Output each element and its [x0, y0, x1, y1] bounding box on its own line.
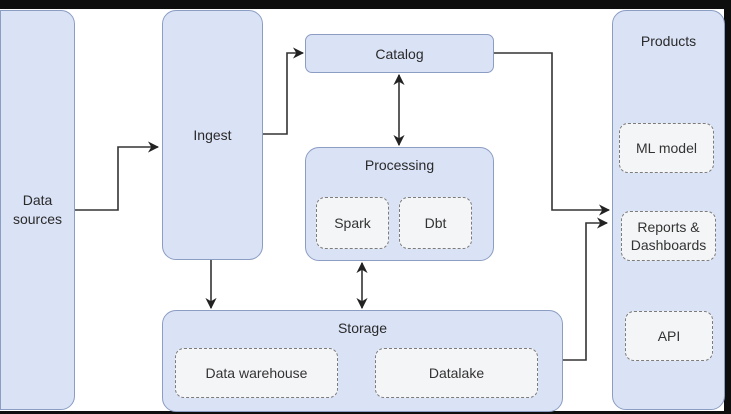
node-spark[interactable]: Spark: [316, 197, 389, 249]
node-reports-dashboards[interactable]: Reports & Dashboards: [621, 211, 716, 261]
node-dbt[interactable]: Dbt: [399, 197, 472, 249]
ingest-label: Ingest: [193, 127, 232, 143]
api-label: API: [657, 328, 681, 344]
dbt-label: Dbt: [424, 215, 447, 231]
node-data-sources[interactable]: Data sources: [0, 10, 75, 410]
node-catalog[interactable]: Catalog: [305, 34, 494, 73]
datalake-label: Datalake: [428, 365, 485, 381]
data-warehouse-label: Data warehouse: [205, 365, 308, 381]
data-sources-label-line1: Data: [22, 192, 53, 208]
storage-label: Storage: [337, 320, 388, 336]
catalog-label: Catalog: [375, 45, 424, 62]
node-products[interactable]: Products ML model Reports & Dashboards A…: [612, 10, 725, 410]
node-datalake[interactable]: Datalake: [375, 348, 538, 398]
node-api[interactable]: API: [625, 311, 713, 361]
node-ml-model[interactable]: ML model: [619, 123, 714, 173]
products-label: Products: [640, 33, 697, 49]
reports-label-line2: Dashboards: [630, 237, 707, 253]
node-storage[interactable]: Storage Data warehouse Datalake: [162, 310, 563, 412]
node-processing[interactable]: Processing Spark Dbt: [305, 147, 494, 261]
node-data-warehouse[interactable]: Data warehouse: [175, 348, 338, 398]
data-sources-label-line2: sources: [12, 211, 63, 227]
processing-label: Processing: [364, 157, 435, 173]
ml-model-label: ML model: [636, 140, 697, 156]
reports-label-line1: Reports &: [637, 219, 700, 235]
node-ingest[interactable]: Ingest: [162, 10, 263, 260]
spark-label: Spark: [334, 215, 371, 231]
